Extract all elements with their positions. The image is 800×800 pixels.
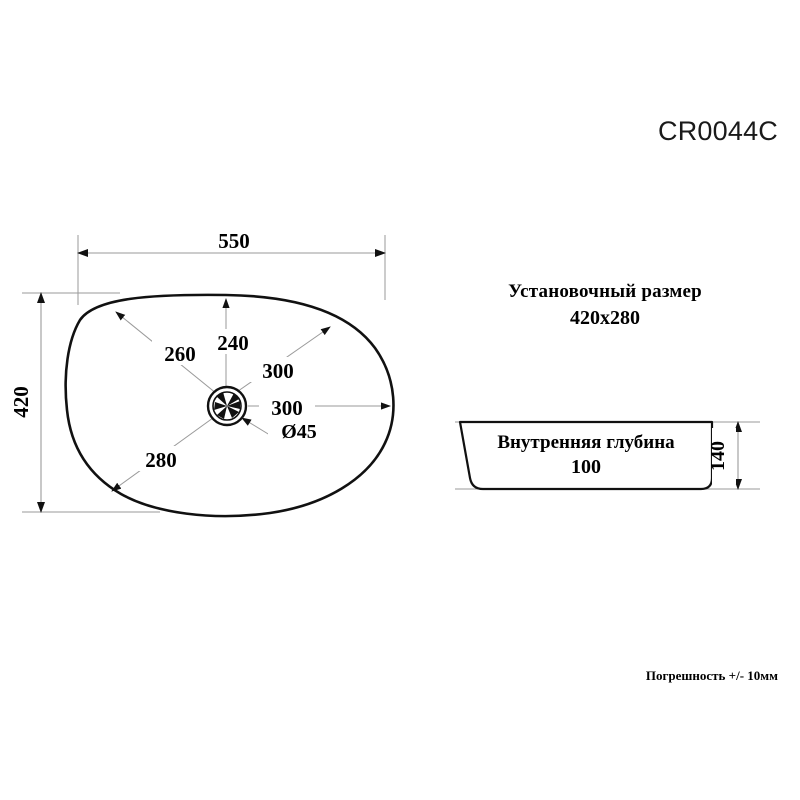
label-bg-140	[712, 428, 736, 484]
drain-symbol	[206, 385, 248, 427]
section-bowl-profile	[458, 420, 714, 491]
radial-label-right: 300	[271, 396, 303, 420]
dimension-label-height: 420	[9, 386, 33, 418]
drain-vane-3	[227, 406, 239, 418]
installation-size-title: Установочный размер	[508, 281, 702, 302]
drain-vane-4	[217, 406, 227, 419]
radial-label-upper-right: 300	[262, 359, 294, 383]
model-number: CR0044C	[658, 116, 778, 146]
label-bg-280	[133, 446, 189, 471]
label-bg-260	[152, 340, 208, 365]
drain-diameter-label: Ø45	[281, 421, 317, 443]
installation-size-value: 420x280	[570, 307, 640, 329]
dimension-width-550: 550	[77, 228, 386, 257]
drain-vane-2	[227, 401, 240, 409]
radial-label-lower-left: 280	[145, 448, 177, 472]
label-bg-height	[16, 373, 40, 431]
drain-vane-6	[216, 392, 227, 406]
tolerance-note: Погрешность +/- 10мм	[645, 668, 778, 683]
installation-size-block: Установочный размер 420x280	[440, 281, 770, 330]
drain-grate-vanes	[214, 392, 240, 419]
drain-vane-1	[227, 393, 239, 406]
label-bg-diameter	[268, 419, 330, 442]
drain-vane-5	[214, 402, 227, 410]
dimension-label-width: 550	[218, 229, 250, 253]
radial-label-up: 240	[217, 331, 249, 355]
label-bg-width	[205, 228, 263, 252]
label-bg-300-r	[259, 394, 315, 419]
section-view: Внутренняя глубина 100 140	[455, 420, 760, 491]
dimension-height-420: 420	[9, 292, 45, 513]
section-dimension-label-height: 140	[707, 441, 729, 471]
label-bg-240	[205, 329, 261, 354]
label-bg-300-ur	[250, 357, 306, 382]
section-depth-value: 100	[571, 456, 601, 478]
radial-label-upper-left: 260	[164, 342, 196, 366]
section-depth-title: Внутренняя глубина	[497, 432, 675, 453]
radial-dimension-labels: 260 240 300 300 280 Ø45	[133, 329, 330, 472]
